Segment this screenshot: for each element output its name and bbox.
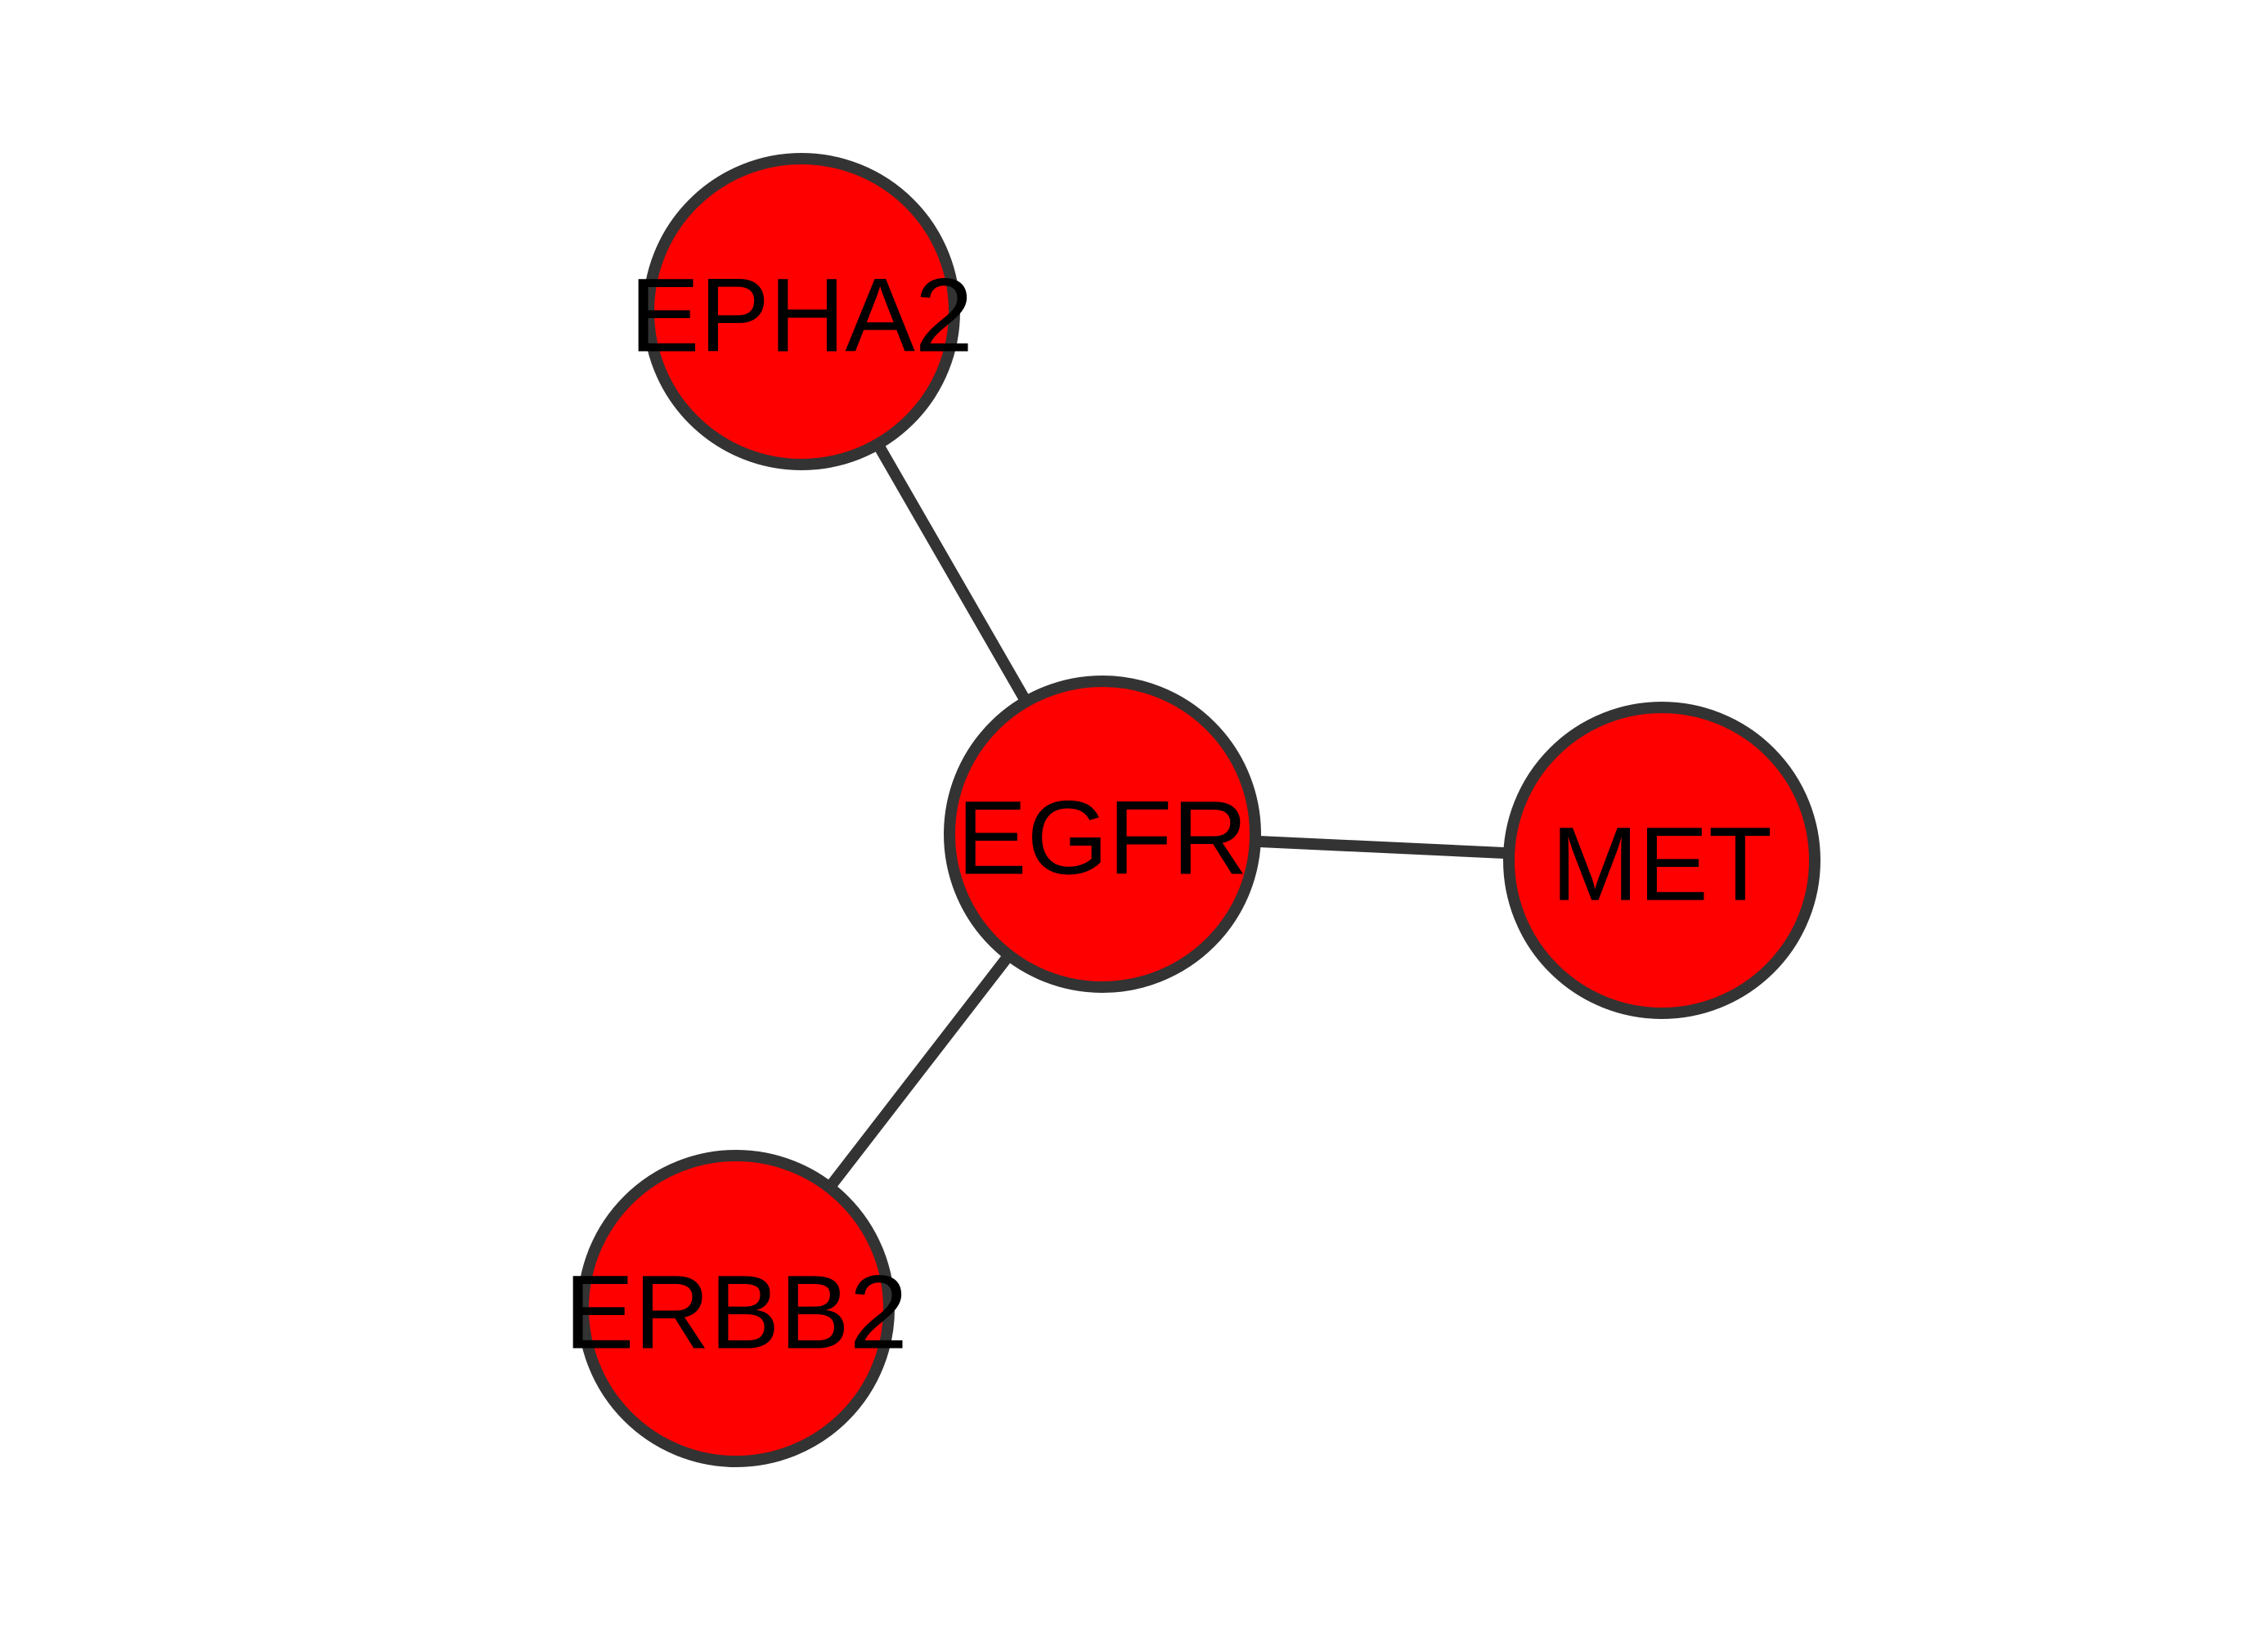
node-egfr-circle	[944, 676, 1261, 993]
node-egfr[interactable]: EGFR	[944, 676, 1261, 993]
node-erbb2-label: ERBB2	[564, 1255, 908, 1371]
node-epha2[interactable]: EPHA2	[630, 153, 973, 470]
node-egfr-label: EGFR	[957, 780, 1248, 897]
node-met-label: MET	[1551, 806, 1772, 923]
node-epha2-label: EPHA2	[630, 258, 973, 375]
node-epha2-circle	[643, 153, 960, 470]
node-erbb2-circle	[577, 1150, 895, 1467]
node-erbb2[interactable]: ERBB2	[564, 1150, 908, 1467]
node-met[interactable]: MET	[1503, 702, 1820, 1019]
node-met-circle	[1503, 702, 1820, 1019]
